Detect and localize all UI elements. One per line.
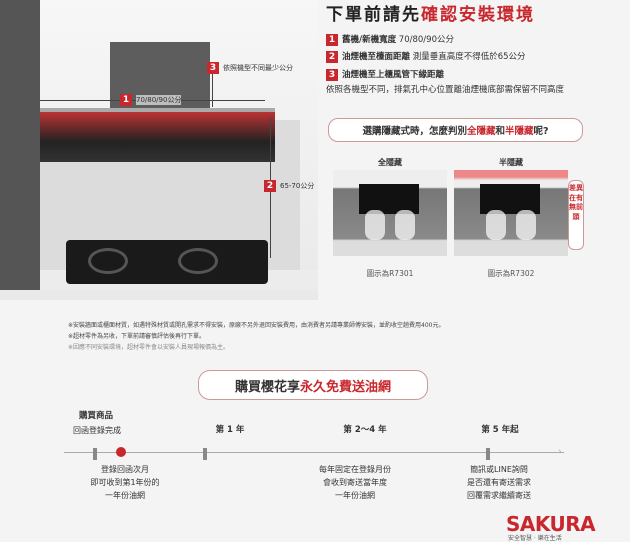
label: 依照機型不同最少公分 (223, 64, 293, 72)
line: 一年份油網 (335, 491, 375, 500)
line: 會收到寄送當年度 (323, 478, 387, 487)
note: ※因應不同安裝環境，超材零件會以安裝人員現場報價為主。 (68, 344, 230, 351)
note: ※超材零件為另收，下單前請審慎評估後再行下單。 (68, 333, 206, 340)
compare-caption: 圖示為R7301 (366, 269, 414, 278)
q-highlight: 半隱藏 (505, 126, 534, 137)
q-text: 和 (495, 126, 505, 137)
product-photo-r7302 (454, 170, 568, 256)
timeline-marker-dot (116, 447, 126, 457)
line: 回覆需求繼續寄送 (467, 491, 531, 500)
q-text: 選購隱藏式時，怎麼判別 (362, 126, 467, 137)
badge-3: 3 (207, 62, 219, 74)
line: 一年份油網 (105, 491, 145, 500)
sakura-logo: SAKURA (506, 512, 596, 536)
dimension-label-3: 3 依照機型不同最少公分 (207, 62, 293, 74)
q-highlight: 全隱藏 (466, 126, 496, 137)
check-label: 油煙機至上櫃風管下緣距離 (342, 70, 445, 80)
line: 登錄回函次月 (101, 465, 149, 474)
check-detail: 70/80/90公分 (396, 35, 454, 45)
brand-slogan: 安全智慧 · 樂在生活 (508, 535, 562, 542)
timeline-tick (93, 448, 97, 460)
timeline-start-sub: 回函登錄完成 (73, 426, 121, 435)
hood-top (40, 108, 275, 114)
line: 即可收到第1年份的 (90, 478, 160, 487)
check-label: 油煙機至檯面距離 (342, 52, 411, 62)
notes: ※安裝牆面或櫃面材質，如遇特殊材質或開孔需求不得安裝，原廠不另外退回安裝費用，由… (68, 320, 444, 353)
compare-title: 半隱藏 (499, 158, 523, 167)
timeline-axis (64, 452, 564, 453)
check-item: 1 舊機/新機寬度 70/80/90公分 (326, 33, 454, 46)
arrow-right-icon: › (558, 447, 562, 457)
note: ※安裝牆面或櫃面材質，如遇特殊材質或開孔需求不得安裝，原廠不另外退回安裝費用，由… (68, 322, 445, 329)
banner-highlight: 永久免費送油網 (300, 379, 392, 395)
compare-title: 全隱藏 (378, 158, 402, 167)
burner-icon (178, 248, 218, 274)
difference-note: 差異在有無前頭 (568, 180, 584, 250)
line: 是否還有寄送需求 (467, 478, 531, 487)
dimension-label-1: 1 70/80/90公分 (120, 94, 182, 106)
line: 簡訊或LINE詢問 (470, 465, 528, 474)
timeline-start-title: 購買商品 (78, 411, 113, 421)
timeline-desc-1: 登錄回函次月即可收到第1年份的一年份油網 (70, 463, 180, 502)
line: 每年固定在登錄月份 (319, 465, 391, 474)
timeline-year-2-4: 第 2～4 年 (343, 425, 387, 435)
check-label: 舊機/新機寬度 (342, 35, 397, 45)
cabinet (0, 0, 40, 290)
product-photo-r7301 (333, 170, 447, 256)
duct-dimension-line (212, 62, 213, 107)
check-item: 3 油煙機至上櫃風管下緣距離 (326, 68, 444, 81)
badge: 1 (326, 34, 338, 46)
timeline-year-1: 第 1 年 (215, 425, 245, 435)
label: 65-70公分 (280, 182, 315, 190)
label: 70/80/90公分 (136, 95, 182, 105)
title-highlight: 確認安裝環境 (421, 5, 535, 25)
question-banner: 選購隱藏式時，怎麼判別全隱藏和半隱藏呢? (328, 118, 583, 142)
compare-caption: 圖示為R7302 (487, 269, 535, 278)
badge: 2 (326, 51, 338, 63)
burner-icon (88, 248, 128, 274)
q-text: 呢? (533, 126, 549, 137)
description: 依照各機型不同，排氣孔中心位置離油煙機底部需保留不同高度 (326, 85, 565, 95)
timeline-tick (486, 448, 490, 460)
badge-2: 2 (264, 180, 276, 192)
check-detail: 測量垂直高度不得低於65公分 (410, 52, 526, 62)
promo-banner: 購買櫻花享永久免費送油網 (198, 370, 428, 400)
timeline-desc-2: 每年固定在登錄月份會收到寄送當年度一年份油網 (300, 463, 410, 502)
dimension-label-2: 2 65-70公分 (264, 180, 314, 192)
banner-plain: 購買櫻花享 (234, 379, 300, 395)
timeline-desc-3: 簡訊或LINE詢問是否還有寄送需求回覆需求繼續寄送 (444, 463, 554, 502)
range-hood (40, 112, 275, 162)
title-plain: 下單前請先 (326, 5, 421, 25)
badge-1: 1 (120, 94, 132, 106)
page-title: 下單前請先確認安裝環境 (326, 0, 535, 25)
badge: 3 (326, 69, 338, 81)
check-item: 2 油煙機至檯面距離 測量垂直高度不得低於65公分 (326, 50, 526, 63)
timeline-year-5: 第 5 年起 (481, 425, 519, 435)
timeline-tick (203, 448, 207, 460)
